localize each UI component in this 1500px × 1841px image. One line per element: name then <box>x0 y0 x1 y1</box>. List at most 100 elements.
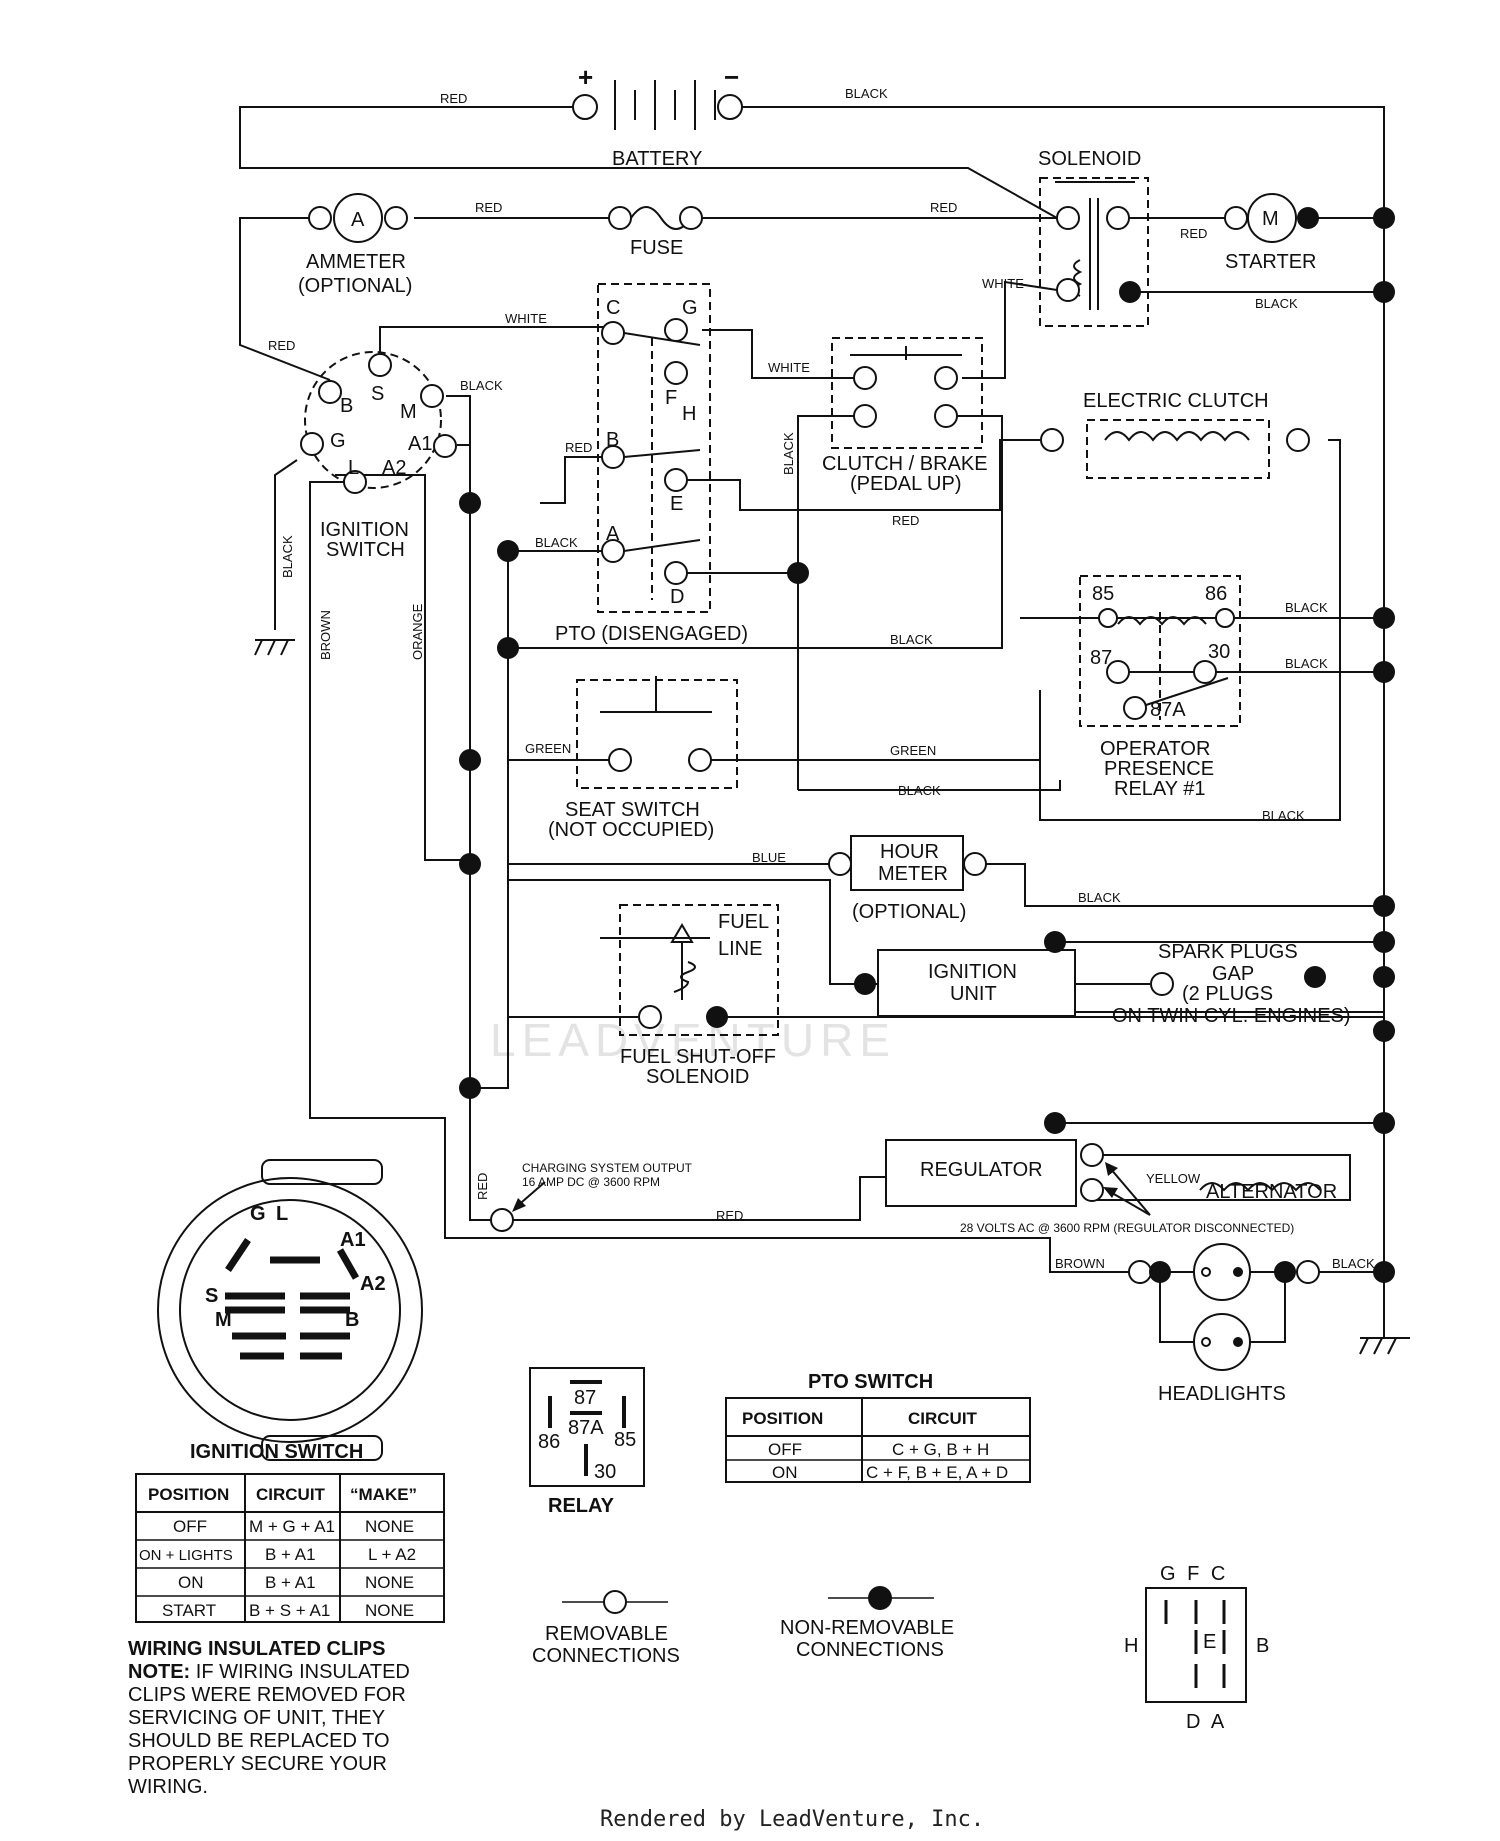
note-line-5: PROPERLY SECURE YOUR <box>128 1753 387 1775</box>
non-removable-label-1: NON-REMOVABLE <box>780 1617 954 1639</box>
relay-legend-pin-86: 86 <box>538 1431 560 1453</box>
wire-label-black: BLACK <box>1255 296 1298 311</box>
ammeter: A AMMETER (OPTIONAL) <box>298 193 412 297</box>
wire-labels: RED BLACK RED RED RED WHITE BLACK RED WH… <box>268 86 1375 1271</box>
pto-terminal-d: D <box>670 586 684 608</box>
wire-label-black: BLACK <box>1078 890 1121 905</box>
relay-legend: 87 87A 86 85 30 RELAY <box>529 1367 645 1517</box>
wire-label-black: BLACK <box>280 535 295 578</box>
regulator-label: REGULATOR <box>920 1159 1043 1181</box>
fuse-label: FUSE <box>630 237 683 259</box>
electric-clutch: ELECTRIC CLUTCH <box>1040 390 1310 479</box>
spark-plugs-label-4: ON TWIN CYL. ENGINES) <box>1112 1005 1351 1027</box>
relay-label-3: RELAY #1 <box>1114 778 1206 800</box>
note-line-4: SHOULD BE REPLACED TO <box>128 1730 390 1752</box>
non-removable-label-2: CONNECTIONS <box>796 1639 944 1661</box>
ignition-table-header-circuit: CIRCUIT <box>256 1485 326 1504</box>
ignition-switch-face: G L A1 A2 S M B <box>157 1159 423 1461</box>
hour-meter-label-2: METER <box>878 863 948 885</box>
switch-terminal-b: B <box>340 395 353 417</box>
ignition-switch-label-1: IGNITION <box>320 519 409 541</box>
pto-terminal-c: C <box>606 297 620 319</box>
spark-plugs-label-1: SPARK PLUGS <box>1158 941 1298 963</box>
switch-terminal-m: M <box>400 401 417 423</box>
watermark: LEADVENTURE <box>490 1014 896 1066</box>
seat-switch: SEAT SWITCH (NOT OCCUPIED) <box>548 676 738 841</box>
switch-face-a1: A1 <box>340 1229 366 1251</box>
switch-terminal-s: S <box>371 383 384 405</box>
ignition-unit: IGNITION UNIT SPARK PLUGS GAP (2 PLUGS O… <box>854 941 1351 1027</box>
charging-output-note: CHARGING SYSTEM OUTPUT 16 AMP DC @ 3600 … <box>490 1161 693 1232</box>
ignition-unit-label-1: IGNITION <box>928 961 1017 983</box>
hour-meter: HOUR METER (OPTIONAL) <box>828 835 987 923</box>
pto-pinout-left: H <box>1124 1635 1138 1657</box>
solenoid-label: SOLENOID <box>1038 148 1141 170</box>
wire-label-white: WHITE <box>505 311 547 326</box>
clutch-brake-label-2: (PEDAL UP) <box>850 473 962 495</box>
ammeter-symbol: A <box>351 209 365 231</box>
ground-symbol-left <box>254 639 295 656</box>
solenoid: SOLENOID <box>1038 148 1149 327</box>
note-line-6: WIRING. <box>128 1776 208 1798</box>
pto-label: PTO (DISENGAGED) <box>555 623 748 645</box>
headlights: HEADLIGHTS <box>1128 1243 1320 1405</box>
wire-label-red: RED <box>475 200 502 215</box>
pto-switch-table: PTO SWITCH POSITION CIRCUIT OFF C + G, B… <box>725 1371 1031 1483</box>
ignition-table-header-position: POSITION <box>148 1485 229 1504</box>
hour-meter-label-1: HOUR <box>880 841 939 863</box>
wire-label-red: RED <box>892 513 919 528</box>
ammeter-optional-label: (OPTIONAL) <box>298 275 412 297</box>
clutch-brake-label-1: CLUTCH / BRAKE <box>822 453 988 475</box>
pto-pinout: G F C H E B D A <box>1124 1563 1269 1733</box>
ignition-table-cell: L + A2 <box>368 1545 416 1564</box>
starter: M STARTER <box>1224 193 1319 273</box>
relay-terminal-85: 85 <box>1092 583 1114 605</box>
ignition-table-cell: NONE <box>365 1517 414 1536</box>
note-line-3: SERVICING OF UNIT, THEY <box>128 1707 385 1729</box>
relay-label-1: OPERATOR <box>1100 738 1210 760</box>
relay-label-2: PRESENCE <box>1104 758 1214 780</box>
wire-label-yellow: YELLOW <box>1146 1171 1201 1186</box>
relay-legend-pin-85: 85 <box>614 1429 636 1451</box>
pto-table-header-circuit: CIRCUIT <box>908 1409 978 1428</box>
fuel-solenoid-label-1: FUEL SHUT-OFF <box>620 1046 776 1068</box>
fuse: FUSE <box>608 206 703 259</box>
removable-label-2: CONNECTIONS <box>532 1645 680 1667</box>
charging-note-2: 16 AMP DC @ 3600 RPM <box>522 1175 660 1189</box>
note-line-1: NOTE: IF WIRING INSULATED <box>128 1661 410 1683</box>
hour-meter-optional: (OPTIONAL) <box>852 901 966 923</box>
pto-table-cell: C + G, B + H <box>892 1440 989 1459</box>
wire-label-brown: BROWN <box>1055 1256 1105 1271</box>
battery-positive-terminal <box>572 94 598 120</box>
seat-switch-label-2: (NOT OCCUPIED) <box>548 819 714 841</box>
alternator-label: ALTERNATOR <box>1206 1181 1337 1203</box>
wire-label-red: RED <box>475 1173 490 1200</box>
pto-terminal-b: B <box>606 429 619 451</box>
pto-pinout-bottom: D A <box>1186 1711 1227 1733</box>
battery-label: BATTERY <box>612 148 702 170</box>
ignition-table-cell: NONE <box>365 1601 414 1620</box>
battery: + − BATTERY <box>572 62 743 170</box>
wire-label-red: RED <box>930 200 957 215</box>
wire-label-blue: BLUE <box>752 850 786 865</box>
ground-symbol-right <box>1359 1337 1410 1355</box>
note-line-2: CLIPS WERE REMOVED FOR <box>128 1684 406 1706</box>
relay-legend-pin-87a: 87A <box>568 1417 604 1439</box>
spark-plugs-label-2: GAP <box>1212 963 1254 985</box>
ignition-table-cell: ON + LIGHTS <box>139 1547 233 1564</box>
switch-terminal-a2: A2 <box>382 457 406 479</box>
starter-label: STARTER <box>1225 251 1317 273</box>
pto-table-cell: ON <box>772 1463 798 1482</box>
note-title: WIRING INSULATED CLIPS <box>128 1638 385 1660</box>
switch-terminal-g: G <box>330 430 346 452</box>
wire-label-red: RED <box>268 338 295 353</box>
ac-note: 28 VOLTS AC @ 3600 RPM (REGULATOR DISCON… <box>960 1221 1294 1235</box>
regulator: REGULATOR <box>885 1139 1104 1207</box>
relay-legend-pin-30: 30 <box>594 1461 616 1483</box>
pto-table-cell: C + F, B + E, A + D <box>866 1463 1008 1482</box>
ignition-table-cell: NONE <box>365 1573 414 1592</box>
removable-connection-symbol <box>603 1590 627 1614</box>
wire-label-black: BLACK <box>1285 600 1328 615</box>
removable-label-1: REMOVABLE <box>545 1623 668 1645</box>
ignition-switch: S B M G A1 L A2 IGNITION SWITCH <box>300 351 457 561</box>
